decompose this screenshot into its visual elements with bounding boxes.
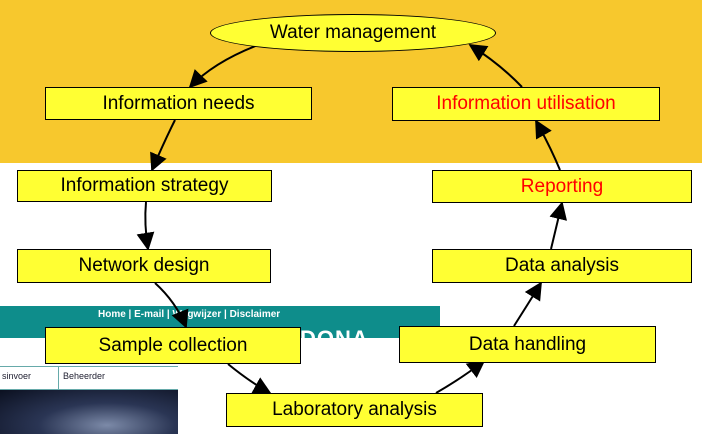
webpage-nav: sinvoer Beheerder	[0, 366, 178, 390]
information-utilisation-label: Information utilisation	[436, 93, 616, 114]
webpage-top-links[interactable]: Home | E-mail | Wegwijzer | Disclaimer	[98, 309, 281, 320]
data-handling-label: Data handling	[468, 333, 587, 355]
water-management-label: Water management	[269, 22, 437, 43]
sample-collection-label: Sample collection	[98, 334, 248, 356]
laboratory-analysis-box: Laboratory analysis	[226, 393, 483, 427]
arrow-sample-collection-to-laboratory-analysis	[227, 363, 272, 394]
arrow-data-handling-to-data-analysis	[513, 281, 542, 327]
arrow-laboratory-analysis-to-data-handling	[435, 359, 486, 394]
webpage-tab-invoer[interactable]: sinvoer	[2, 371, 32, 381]
data-handling-box: Data handling	[399, 326, 656, 363]
arrow-reporting-to-information-utilisation	[535, 119, 561, 171]
arrow-data-analysis-to-reporting	[549, 201, 568, 250]
information-strategy-box: Information strategy	[17, 170, 272, 202]
laboratory-analysis-label: Laboratory analysis	[272, 399, 437, 420]
arrow-information-needs-to-information-strategy	[150, 119, 176, 172]
arrow-water-management-to-information-needs	[188, 44, 259, 89]
data-analysis-label: Data analysis	[504, 255, 620, 276]
data-analysis-box: Data analysis	[432, 249, 692, 283]
reporting-label: Reporting	[520, 175, 604, 197]
water-management-node: Water management	[210, 14, 496, 52]
network-design-label: Network design	[78, 255, 210, 276]
information-needs-box: Information needs	[45, 87, 312, 120]
information-strategy-label: Information strategy	[60, 175, 229, 196]
arrow-information-strategy-to-network-design	[136, 201, 155, 251]
information-utilisation-box: Information utilisation	[392, 87, 660, 121]
arrow-information-utilisation-to-water-management	[468, 44, 523, 88]
information-needs-label: Information needs	[102, 92, 255, 114]
arrow-network-design-to-sample-collection	[154, 282, 189, 329]
webpage-tab-divider	[58, 367, 59, 389]
webpage-photo	[0, 390, 178, 434]
reporting-box: Reporting	[432, 170, 692, 203]
sample-collection-box: Sample collection	[45, 327, 301, 364]
network-design-box: Network design	[17, 249, 271, 283]
webpage-tab-beheerder[interactable]: Beheerder	[63, 371, 106, 381]
